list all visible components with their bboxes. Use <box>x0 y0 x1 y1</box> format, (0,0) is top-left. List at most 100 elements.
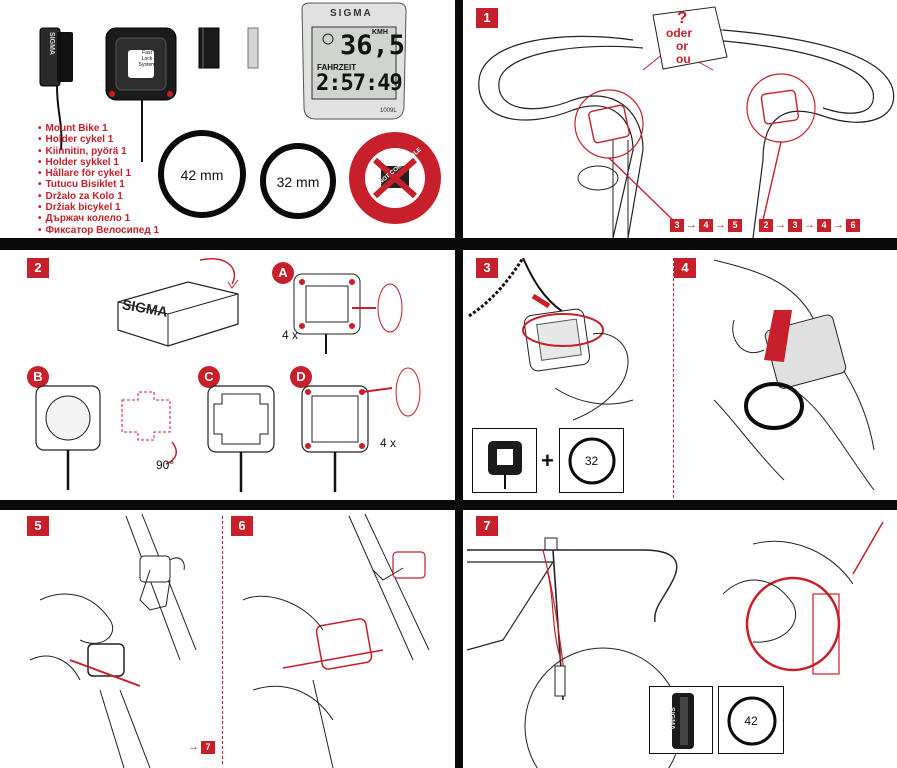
ring-32-label: 32 <box>584 454 599 468</box>
sensor-closeup-brand: SIGMA <box>667 707 675 730</box>
o-ring-small <box>260 143 336 219</box>
sequence-step: 3 <box>788 219 802 232</box>
panel-divider-vertical <box>455 250 463 500</box>
parts-label-list: Mount Bike 1 Holder cykel 1 Kiinnitin, p… <box>38 123 160 236</box>
computer-speed: 36,5 <box>340 30 406 61</box>
or-label-de: oder <box>666 26 693 40</box>
step-2-panel: 2 SIGMA A 4 x B 90° <box>0 250 455 500</box>
substep-a-drawing <box>293 273 403 354</box>
substep-a-badge: A <box>272 262 294 284</box>
substep-d-badge: D <box>290 366 312 388</box>
ring-42-icon <box>727 696 777 746</box>
sequence-step: 3 <box>670 219 684 232</box>
sensor-mount-icon <box>488 441 522 489</box>
mount-face-word: Fast <box>142 50 152 56</box>
mount-face-label: Fast Lock System <box>134 50 160 68</box>
substep-d-drawing <box>301 367 421 492</box>
bike-computer-drawing <box>301 2 407 120</box>
substep-c-badge: C <box>198 366 220 388</box>
parts-label: Držiak bicykel 1 <box>38 202 159 213</box>
step-7-closeup-drawing <box>722 521 884 675</box>
step-5-drawing <box>29 513 197 768</box>
step-7-badge: 7 <box>476 516 498 536</box>
substep-b-drawing <box>35 385 177 490</box>
parts-label: Държач колело 1 <box>38 213 159 224</box>
sequence-step: 2 <box>759 219 773 232</box>
step-3-drawing <box>468 257 634 421</box>
step-1-panel: 1 ? oder or ou 3 → 4 → 5 <box>463 0 897 238</box>
computer-brand: SIGMA <box>330 8 373 19</box>
step-5-badge: 5 <box>27 516 49 536</box>
ring-32-icon <box>568 437 616 485</box>
substep-a-count: 4 x <box>282 328 299 342</box>
parts-label: Holder cykel 1 <box>38 134 159 145</box>
panel-divider-vertical <box>455 0 463 238</box>
ring-small-label: 32 mm <box>276 174 320 190</box>
step-4-badge: 4 <box>674 258 696 278</box>
ring-32-thumbnail: 32 <box>559 428 624 493</box>
or-label-fr: ou <box>676 52 691 66</box>
step-5-panel: 5 → 7 <box>0 510 222 768</box>
step-6-badge: 6 <box>231 516 253 536</box>
sequence-step: 4 <box>817 219 831 232</box>
rubber-pad-light-drawing <box>247 27 259 69</box>
sensor-thumbnail <box>472 428 537 493</box>
plus-sign: + <box>541 448 554 473</box>
step-2-badge: 2 <box>27 258 49 278</box>
sensor-closeup-thumbnail: SIGMA <box>649 686 713 754</box>
question-tag-drawing <box>652 6 728 70</box>
ring-large-label: 42 mm <box>180 167 224 183</box>
ring-42-thumbnail: 42 <box>718 686 784 754</box>
sequence-arrow: → <box>715 219 726 231</box>
parts-label: Фиксатор Велосипед 1 <box>38 225 160 236</box>
ring-42-label: 42 <box>744 714 758 728</box>
sequence-step: 4 <box>699 219 713 232</box>
step-4-drawing <box>713 259 875 491</box>
panel-divider-dashed <box>222 516 223 764</box>
rotation-label: 90° <box>156 458 175 472</box>
panel-divider-dashed <box>673 258 674 498</box>
rubber-pad-dark-drawing <box>198 27 220 69</box>
step-3-panel: 3 + 32 <box>463 250 673 500</box>
mount-face-word: System <box>138 62 156 68</box>
or-label-en: or <box>676 39 688 53</box>
next-step-badge: 7 <box>201 741 215 754</box>
sensor-closeup-icon <box>672 693 694 749</box>
row-divider <box>0 238 897 250</box>
substep-d-count: 4 x <box>380 436 397 450</box>
sequence-arrow: → <box>775 219 786 231</box>
parts-label: Holder sykkel 1 <box>38 157 159 168</box>
step-1-handlebar-drawing <box>478 29 895 238</box>
computer-unit: KMH <box>372 29 388 36</box>
step-7-panel: 7 SIGMA <box>463 510 897 768</box>
next-step-arrow: → <box>188 741 199 753</box>
parts-label: Mount Bike 1 <box>38 123 159 134</box>
computer-mode-label: FAHRZEIT <box>317 63 357 72</box>
substep-b-badge: B <box>27 366 49 388</box>
sequence-step: 5 <box>728 219 742 232</box>
parts-label: Držalo za Kolo 1 <box>38 191 159 202</box>
parts-label: Kiinnitin, pyörä 1 <box>38 146 159 157</box>
substep-c-drawing <box>207 385 275 492</box>
parts-panel: SIGMA Fast Lock System SIG <box>0 0 455 238</box>
question-mark: ? <box>677 8 688 27</box>
parts-label: Hållare för cykel 1 <box>38 168 159 179</box>
step-3-badge: 3 <box>476 258 498 278</box>
sequence-arrow: → <box>686 219 697 231</box>
o-ring-large <box>158 130 246 218</box>
mount-base-drawing <box>117 258 239 347</box>
computer-model: 1009L <box>380 108 397 114</box>
parts-label: Tutucu Bisiklet 1 <box>38 179 159 190</box>
step-6-drawing <box>242 513 430 768</box>
step-4-panel: 4 <box>674 250 897 500</box>
panel-divider-vertical <box>455 510 463 768</box>
step-1-badge: 1 <box>476 8 498 28</box>
rds-not-compatible-stamp <box>349 132 441 224</box>
step-6-panel: 6 <box>223 510 455 768</box>
sensor-brand-stamp: SIGMA <box>47 32 55 55</box>
mount-face-word: Lock <box>141 56 153 62</box>
handlebar-mount-drawing <box>105 27 177 162</box>
sequence-arrow: → <box>804 219 815 231</box>
row-divider <box>0 500 897 510</box>
